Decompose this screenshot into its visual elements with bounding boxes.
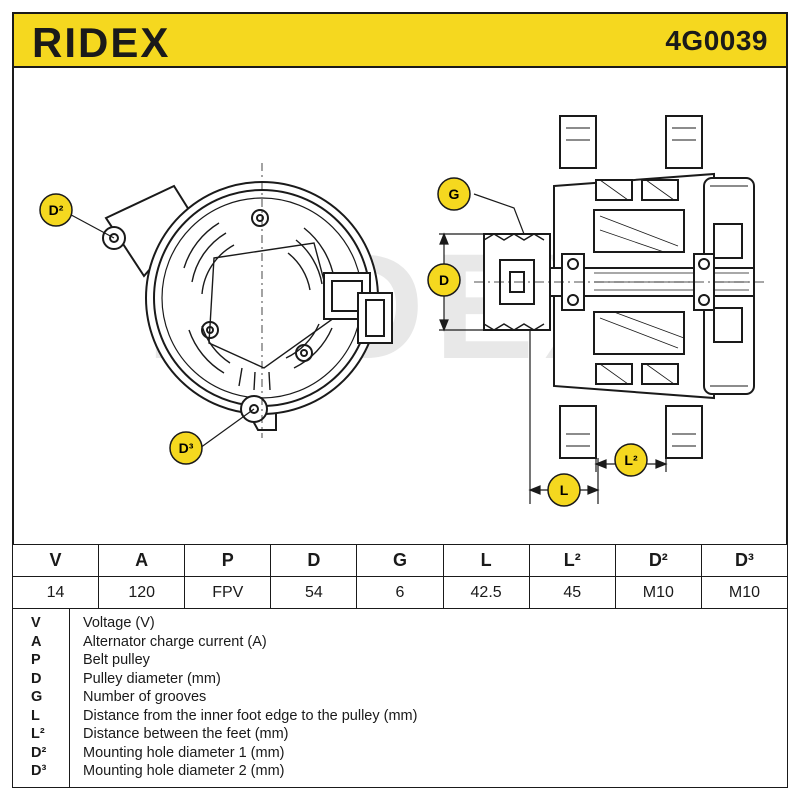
legend-item: V Voltage (V) (13, 614, 789, 632)
legend-symbol: P (31, 652, 41, 668)
legend-description: Belt pulley (83, 652, 150, 668)
legend-description: Alternator charge current (A) (83, 633, 267, 650)
label-g-badge: G (437, 177, 471, 211)
spec-header-cell: A (98, 544, 186, 577)
legend: V Voltage (V) A Alternator charge curren… (12, 608, 788, 788)
legend-item: A Alternator charge current (A) (13, 633, 789, 651)
label-d3-badge: D³ (169, 431, 203, 465)
spec-header-cell: L (442, 544, 530, 577)
spec-header-cell: V (11, 544, 100, 577)
label-l2: L² (624, 452, 638, 468)
spec-header-cell: D (270, 544, 358, 577)
technical-drawing: RIDEX (12, 68, 788, 544)
label-d2-badge: D² (39, 193, 73, 227)
spec-header-cell: D³ (700, 544, 789, 577)
label-g: G (449, 186, 460, 202)
ridex-logo: RIDEX (32, 20, 170, 64)
legend-description: Distance from the inner foot edge to the… (83, 707, 418, 724)
legend-divider (69, 608, 70, 787)
spec-value-cell: FPV (184, 576, 272, 609)
spec-table: V A P D G L L² D² D³ 14 120 FPV 54 6 42.… (11, 544, 789, 609)
header-bar: RIDEX 4G0039 (12, 12, 788, 68)
spec-value-cell: 14 (11, 576, 100, 609)
legend-item: P Belt pulley (13, 651, 789, 669)
legend-symbol: L (31, 707, 40, 724)
spec-value-row: 14 120 FPV 54 6 42.5 45 M10 M10 (11, 576, 789, 609)
legend-item: D² Mounting hole diameter 1 (mm) (13, 744, 789, 762)
spec-value-cell: M10 (700, 576, 789, 609)
label-d2: D² (49, 202, 64, 218)
legend-item: L² Distance between the feet (mm) (13, 725, 789, 743)
legend-item: D³ Mounting hole diameter 2 (mm) (13, 762, 789, 780)
spec-value-cell: 54 (270, 576, 358, 609)
label-l: L (560, 482, 569, 498)
spec-value-cell: 42.5 (442, 576, 530, 609)
spec-value-cell: 120 (98, 576, 186, 609)
alternator-front-view (102, 163, 393, 438)
legend-description: Pulley diameter (mm) (83, 670, 221, 687)
legend-item: L Distance from the inner foot edge to t… (13, 707, 789, 725)
label-l2-badge: L² (614, 443, 648, 477)
label-d-badge: D (427, 263, 461, 297)
legend-symbol: L² (31, 726, 45, 742)
spec-header-cell: L² (528, 544, 616, 577)
legend-description: Distance between the feet (mm) (83, 726, 289, 742)
label-d3: D³ (179, 440, 194, 456)
spec-value-cell: 6 (356, 576, 444, 609)
legend-item: G Number of grooves (13, 688, 789, 706)
alternator-section-view (474, 115, 764, 459)
legend-description: Voltage (V) (83, 615, 155, 631)
legend-description: Mounting hole diameter 1 (mm) (83, 744, 285, 761)
spec-header-cell: P (184, 544, 272, 577)
alternator-drawing: RIDEX (39, 115, 764, 507)
part-number: 4G0039 (665, 25, 768, 56)
label-d: D (439, 272, 449, 288)
legend-item: D Pulley diameter (mm) (13, 670, 789, 688)
legend-description: Mounting hole diameter 2 (mm) (83, 763, 285, 779)
legend-symbol: G (31, 689, 43, 705)
brand-name: RIDEX (32, 20, 170, 64)
legend-symbol: D² (31, 744, 47, 761)
spec-header-cell: D² (614, 544, 702, 577)
legend-symbol: D³ (31, 763, 47, 779)
spec-value-cell: 45 (528, 576, 616, 609)
legend-description: Number of grooves (83, 689, 207, 705)
spec-header-cell: G (356, 544, 444, 577)
spec-value-cell: M10 (614, 576, 702, 609)
legend-symbol: V (31, 615, 41, 631)
legend-symbol: A (31, 633, 42, 650)
legend-symbol: D (31, 670, 42, 687)
label-l-badge: L (547, 473, 581, 507)
spec-header-row: V A P D G L L² D² D³ (11, 544, 789, 577)
